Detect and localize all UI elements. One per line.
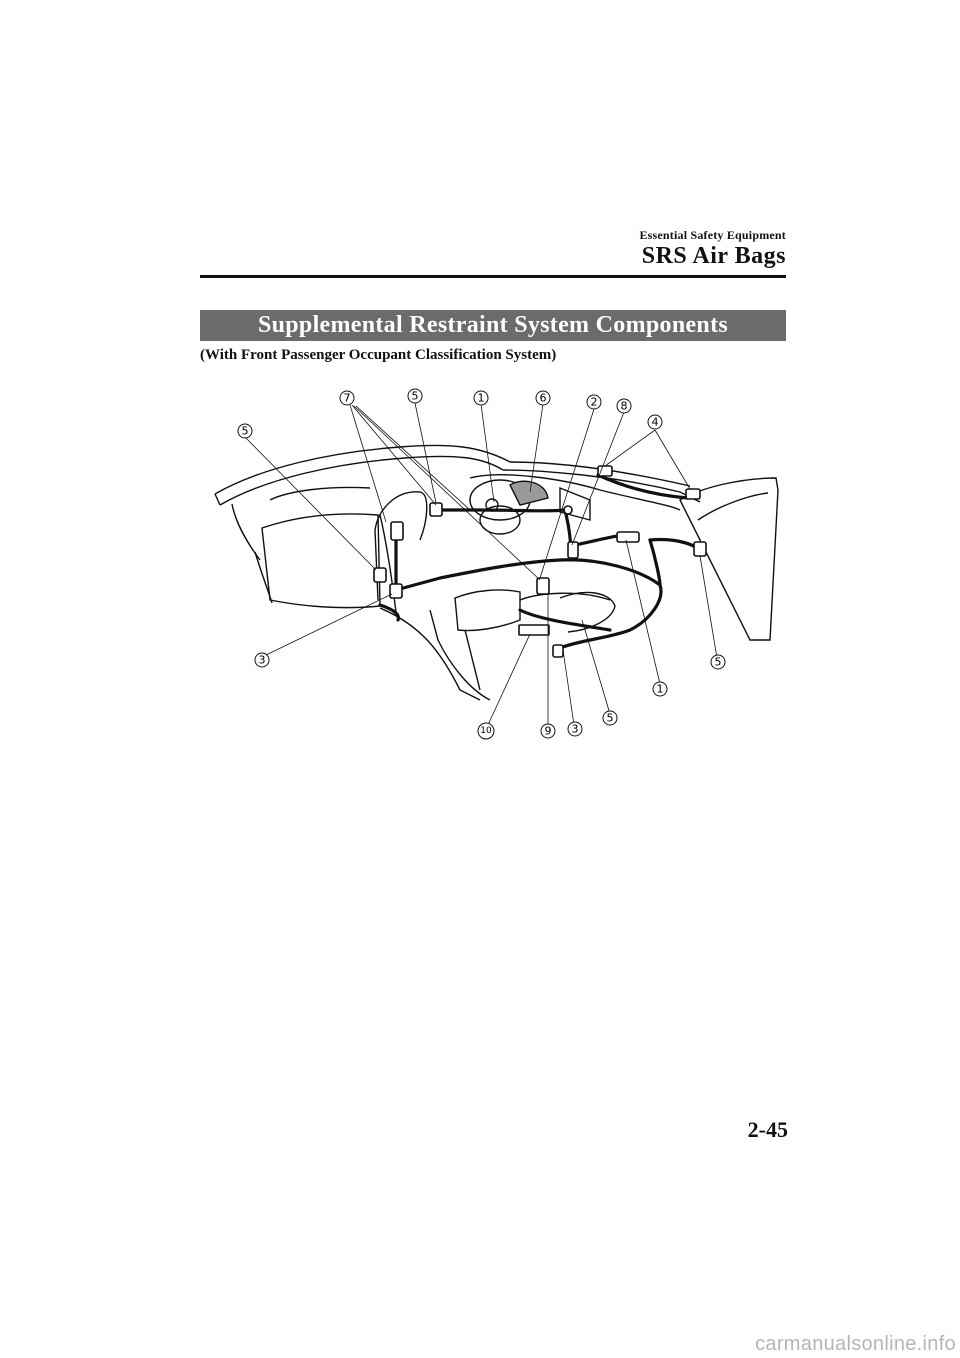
svg-text:5: 5 — [242, 425, 249, 438]
svg-text:1: 1 — [657, 683, 664, 696]
svg-text:2: 2 — [591, 396, 598, 409]
callout-3-left: 3 — [254, 652, 270, 668]
svg-text:8: 8 — [621, 400, 628, 413]
vehicle-body-outline — [214, 444, 779, 701]
svg-text:7: 7 — [344, 392, 351, 405]
door-sensor-right — [693, 541, 707, 557]
callout-6: 6 — [535, 390, 551, 406]
srs-control-module — [616, 531, 640, 543]
rear-sensor — [373, 567, 387, 583]
callout-10: 10 — [477, 722, 495, 740]
srs-components — [373, 465, 707, 658]
svg-text:1: 1 — [478, 392, 485, 405]
side-airbag-module — [390, 521, 404, 541]
callout-1-bottom: 1 — [652, 681, 668, 697]
callout-5-top: 5 — [407, 388, 423, 404]
front-side-sensor — [685, 488, 701, 500]
chapter-title: SRS Air Bags — [641, 243, 786, 269]
occupant-classification-sensor — [552, 644, 564, 658]
callout-5-bottom: 5 — [602, 710, 618, 726]
seatbelt-pretensioner-left — [389, 583, 403, 599]
section-banner: Supplemental Restraint System Components — [200, 310, 786, 341]
callout-leader-lines — [244, 402, 718, 728]
callout-4: 4 — [647, 414, 663, 430]
svg-text:10: 10 — [480, 726, 492, 736]
center-sensor — [567, 541, 579, 559]
callout-9: 9 — [540, 723, 556, 739]
harness-connector — [563, 505, 573, 515]
svg-text:3: 3 — [572, 723, 579, 736]
svg-text:5: 5 — [715, 656, 722, 669]
callout-1-top: 1 — [473, 390, 489, 406]
callout-5-rear-left: 5 — [237, 423, 253, 439]
svg-text:3: 3 — [259, 654, 266, 667]
callout-5-right: 5 — [710, 654, 726, 670]
passenger-airbag — [597, 465, 613, 477]
callout-markers: 5 7 5 1 6 2 8 4 3 5 1 5 3 9 10 — [237, 388, 726, 740]
header-divider — [200, 275, 786, 278]
callout-7: 7 — [339, 390, 355, 406]
svg-text:4: 4 — [652, 416, 659, 429]
diagram-subtitle: (With Front Passenger Occupant Classific… — [200, 347, 557, 363]
callout-2: 2 — [586, 394, 602, 410]
svg-text:5: 5 — [412, 390, 419, 403]
svg-text:9: 9 — [545, 725, 552, 738]
callout-8: 8 — [616, 398, 632, 414]
callout-3-bottom: 3 — [567, 721, 583, 737]
watermark-text: carmanualsonline.info — [755, 1333, 956, 1355]
svg-text:6: 6 — [540, 392, 547, 405]
srs-wiring-harness — [378, 473, 702, 650]
weight-sensor-pad — [518, 624, 550, 636]
section-label: Essential Safety Equipment — [639, 228, 786, 242]
svg-text:5: 5 — [607, 712, 614, 725]
page-number: 2-45 — [747, 1117, 788, 1142]
front-seatbelt-pretensioner — [536, 577, 550, 595]
section-banner-title: Supplemental Restraint System Components — [257, 312, 728, 338]
